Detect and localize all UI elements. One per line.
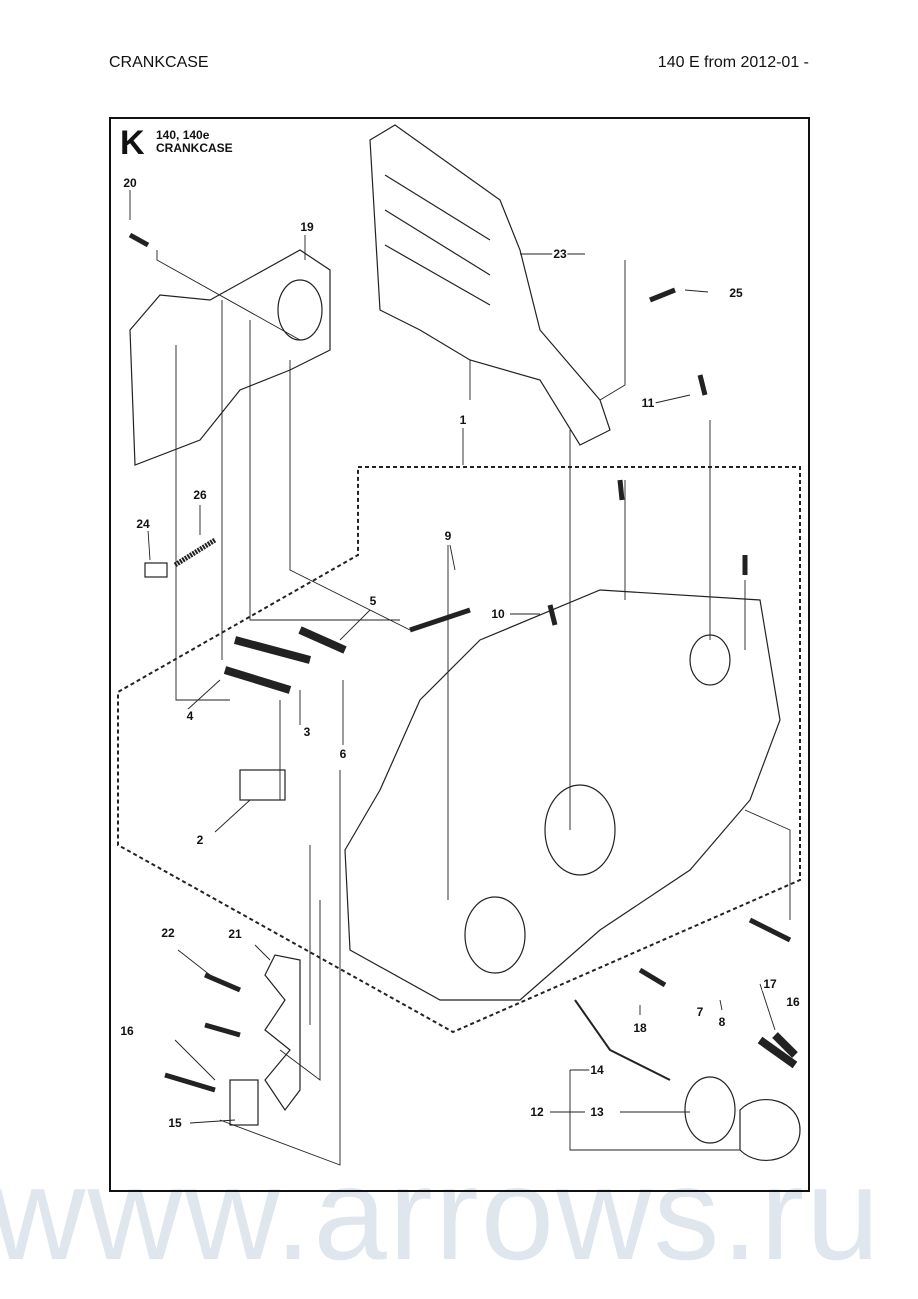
callout-7: 7 xyxy=(695,1005,705,1019)
spring-part xyxy=(173,537,217,568)
crankcase-assembly-outline xyxy=(117,466,801,1034)
callout-13: 13 xyxy=(589,1105,605,1119)
callout-25: 25 xyxy=(728,286,744,300)
seal-ring-part xyxy=(684,1076,736,1144)
callout-1: 1 xyxy=(458,413,468,427)
callout-26: 26 xyxy=(192,488,208,502)
crankcase-port xyxy=(689,634,731,686)
front-handle-part xyxy=(369,124,611,446)
callout-4: 4 xyxy=(185,709,195,723)
callout-16-right: 16 xyxy=(785,995,801,1009)
callout-24: 24 xyxy=(135,517,151,531)
callout-21: 21 xyxy=(227,927,243,941)
callout-15: 15 xyxy=(167,1116,183,1130)
callout-3: 3 xyxy=(302,725,312,739)
section-letter: K xyxy=(120,124,145,162)
leader-lines xyxy=(129,190,791,1166)
callout-11: 11 xyxy=(640,396,656,410)
crankcase-bearing-seat xyxy=(464,896,526,974)
chain-guard-part xyxy=(129,249,331,466)
fuel-hose-part xyxy=(574,999,671,1081)
chain-catcher-part xyxy=(144,562,168,578)
front-handle-ribs xyxy=(384,174,491,306)
callout-2: 2 xyxy=(195,833,205,847)
crankcase-cylinder-seat xyxy=(544,784,616,876)
crankcase-part xyxy=(344,589,781,1001)
callout-10: 10 xyxy=(490,607,506,621)
page-header-title: CRANKCASE xyxy=(109,54,209,71)
watermark: www.arrows.ru xyxy=(0,1140,882,1287)
plate-part xyxy=(239,769,286,801)
fuel-cap-part xyxy=(739,1099,801,1161)
callout-16-left: 16 xyxy=(119,1024,135,1038)
callout-9: 9 xyxy=(443,529,453,543)
fitting-part xyxy=(757,1032,798,1069)
callout-8: 8 xyxy=(717,1015,727,1029)
callout-23: 23 xyxy=(552,247,568,261)
small-screws-part xyxy=(128,232,748,626)
callout-18: 18 xyxy=(632,1021,648,1035)
callout-20: 20 xyxy=(122,176,138,190)
pin-part xyxy=(409,607,471,633)
diagram-title: CRANKCASE xyxy=(156,141,233,155)
screws-part xyxy=(164,917,792,1093)
callout-22: 22 xyxy=(160,926,176,940)
models: 140, 140e xyxy=(156,128,210,142)
callout-6: 6 xyxy=(338,747,348,761)
callout-14: 14 xyxy=(589,1063,605,1077)
bumper-spike-part xyxy=(264,954,301,1112)
nut-plate-part xyxy=(229,1079,259,1126)
callout-12: 12 xyxy=(529,1105,545,1119)
callout-19: 19 xyxy=(299,220,315,234)
callout-17: 17 xyxy=(762,977,778,991)
callout-5: 5 xyxy=(368,594,378,608)
page-header-model: 140 E from 2012-01 - xyxy=(657,54,809,71)
studs-part xyxy=(223,626,347,694)
diagram-frame xyxy=(109,117,810,1192)
